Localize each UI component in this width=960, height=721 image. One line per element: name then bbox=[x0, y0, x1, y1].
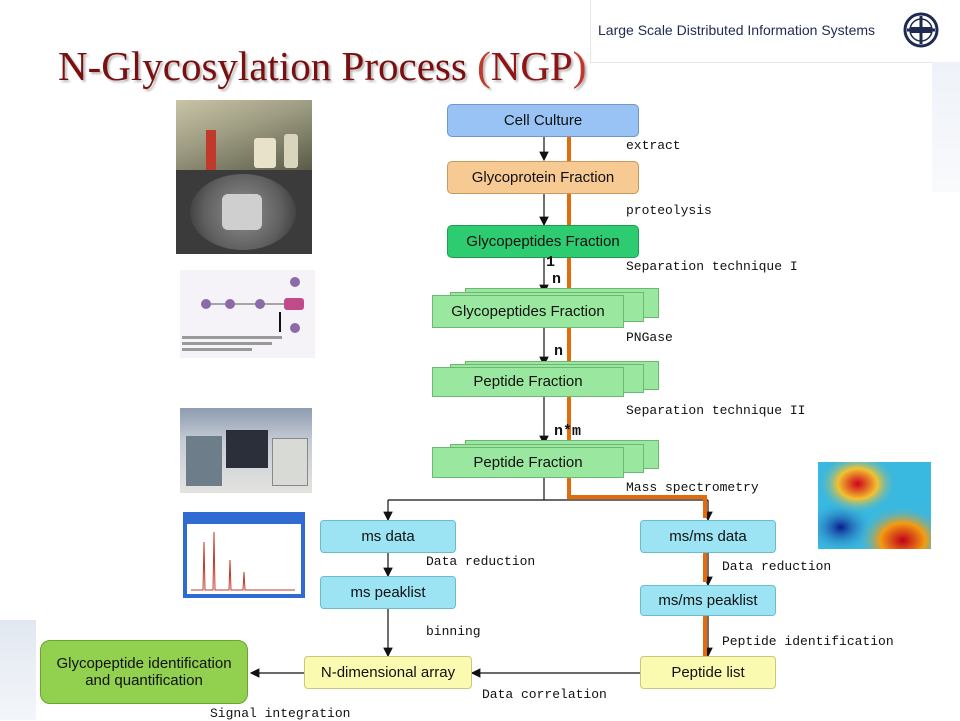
heatmap-image bbox=[818, 462, 931, 549]
glycan-pathway-diagram bbox=[180, 270, 315, 358]
multiplicity-one: 1 bbox=[546, 254, 556, 271]
decorative-strip-left bbox=[0, 620, 36, 720]
step-peptide-identification: Peptide identification bbox=[722, 634, 894, 649]
node-msms-peaklist: ms/ms peaklist bbox=[640, 585, 776, 616]
page-title: N-Glycosylation Process (NGP) bbox=[58, 42, 586, 90]
node-peptide-fraction-1: Peptide Fraction bbox=[432, 367, 624, 397]
header-band bbox=[590, 0, 960, 63]
step-data-reduction-left: Data reduction bbox=[426, 554, 536, 569]
node-peptide-fraction-2: Peptide Fraction bbox=[432, 447, 624, 478]
step-binning: binning bbox=[426, 624, 481, 639]
centrifuge-photo bbox=[176, 170, 312, 254]
multiplicity-n-1: n bbox=[552, 271, 562, 288]
node-n-dimensional-array: N-dimensional array bbox=[304, 656, 472, 689]
step-data-correlation: Data correlation bbox=[482, 687, 607, 702]
node-glycopeptides-fraction: Glycopeptides Fraction bbox=[447, 225, 639, 258]
step-data-reduction-right: Data reduction bbox=[722, 559, 832, 574]
decorative-strip-right bbox=[932, 62, 960, 192]
spectrum-software-screenshot bbox=[183, 512, 305, 598]
step-pngase: PNGase bbox=[626, 330, 673, 345]
step-extract: extract bbox=[626, 138, 681, 153]
multiplicity-n-2: n bbox=[554, 343, 564, 360]
node-msms-data: ms/ms data bbox=[640, 520, 776, 553]
title-open-paren: ( bbox=[477, 43, 491, 89]
lab-equipment-photo bbox=[176, 100, 312, 170]
mass-spectrometer-photo bbox=[180, 408, 312, 493]
title-acronym: NGP bbox=[490, 43, 573, 89]
step-separation-1: Separation technique I bbox=[626, 259, 798, 274]
node-cell-culture: Cell Culture bbox=[447, 104, 639, 137]
node-glycopeptides-fraction-stack: Glycopeptides Fraction bbox=[432, 295, 624, 328]
node-ms-peaklist: ms peaklist bbox=[320, 576, 456, 609]
organization-name: Large Scale Distributed Information Syst… bbox=[598, 22, 876, 38]
multiplicity-n-m: n*m bbox=[554, 423, 582, 440]
node-glycopeptide-identification: Glycopeptide identification and quantifi… bbox=[40, 640, 248, 704]
step-proteolysis: proteolysis bbox=[626, 203, 712, 218]
node-peptide-list: Peptide list bbox=[640, 656, 776, 689]
node-ms-data: ms data bbox=[320, 520, 456, 553]
step-mass-spectrometry: Mass spectrometry bbox=[626, 480, 759, 495]
node-glycoprotein-fraction: Glycoprotein Fraction bbox=[447, 161, 639, 194]
step-separation-2: Separation technique II bbox=[626, 403, 806, 418]
step-signal-integration: Signal integration bbox=[210, 706, 351, 721]
title-main: N-Glycosylation Process bbox=[58, 43, 478, 89]
lsdis-logo-icon bbox=[903, 12, 939, 48]
title-close-paren: ) bbox=[572, 43, 587, 89]
